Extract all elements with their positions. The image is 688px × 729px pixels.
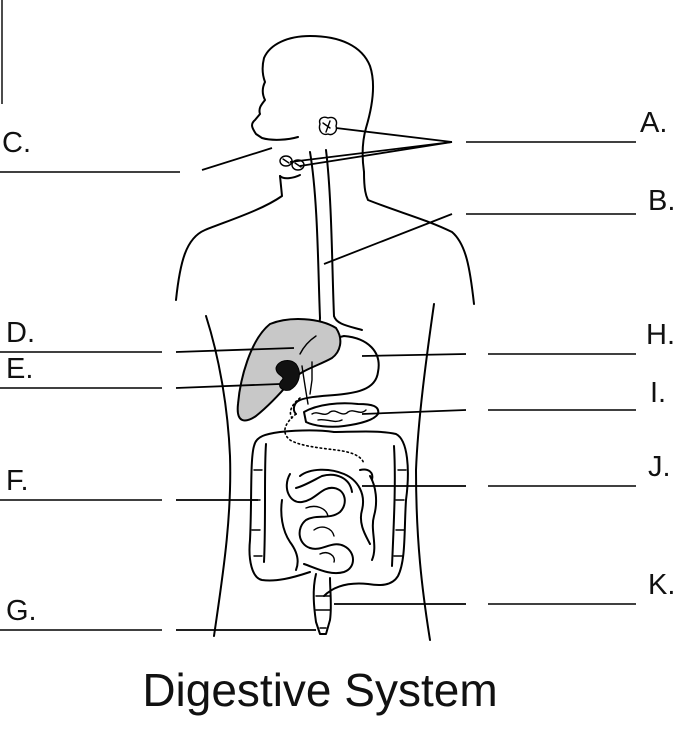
diagram-title: Digestive System xyxy=(142,664,498,716)
body-outline xyxy=(175,35,475,641)
pancreas xyxy=(303,402,380,428)
large-intestine xyxy=(248,429,409,597)
duodenum xyxy=(284,397,365,465)
label-g: G. xyxy=(6,595,37,627)
label-a: A. xyxy=(640,107,668,139)
label-e: E. xyxy=(6,353,34,385)
label-k: K. xyxy=(648,569,676,601)
leader-lines xyxy=(175,127,467,631)
label-i: I. xyxy=(650,377,667,409)
salivary-glands xyxy=(279,116,338,171)
label-c: C. xyxy=(2,127,31,159)
label-j: J. xyxy=(648,451,671,483)
label-b: B. xyxy=(648,185,676,217)
label-d: D. xyxy=(6,317,35,349)
liver-lobe-line xyxy=(299,335,317,355)
gallbladder xyxy=(275,360,300,391)
rectum xyxy=(312,573,332,635)
answer-blanks-right xyxy=(466,141,636,605)
label-f: F. xyxy=(6,465,29,497)
answer-blanks-left xyxy=(0,171,180,631)
esophagus xyxy=(309,149,335,319)
label-h: H. xyxy=(646,319,675,351)
stomach xyxy=(292,315,380,415)
small-intestine xyxy=(280,468,378,574)
bile-duct xyxy=(301,361,313,405)
